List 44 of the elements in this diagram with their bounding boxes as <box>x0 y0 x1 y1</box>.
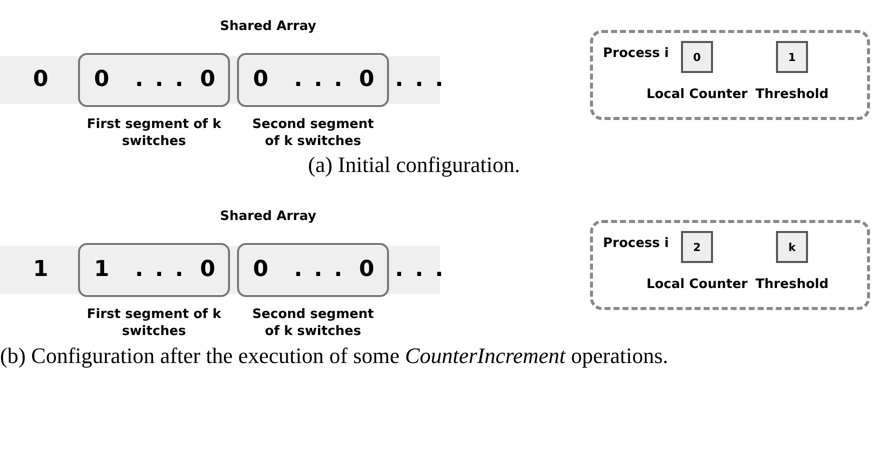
process-label: Process i <box>603 235 669 252</box>
cell-value: 1 <box>33 257 48 283</box>
ellipsis: . . . <box>395 257 446 283</box>
segment-caption: Second segment of k switches <box>251 116 375 150</box>
register-caption: Threshold <box>755 86 829 103</box>
cell-value: 0 <box>33 67 48 93</box>
segment-box <box>237 243 389 297</box>
cell-value: 0 <box>200 67 216 93</box>
ellipsis: . . . <box>135 257 186 283</box>
register-value: 2 <box>693 240 701 254</box>
cell-value: 0 <box>253 257 268 283</box>
array-title: Shared Array <box>220 208 316 225</box>
segment-box <box>237 53 389 107</box>
register-caption: Threshold <box>755 276 829 293</box>
array-title: Shared Array <box>220 18 316 35</box>
cell-value: 0 <box>359 257 374 283</box>
segment-caption: Second segment of k switches <box>251 306 375 340</box>
ellipsis: . . . <box>135 67 186 93</box>
register-box <box>681 231 713 263</box>
cell-value: 0 <box>200 257 216 283</box>
process-box <box>590 30 870 120</box>
register-value: k <box>788 240 796 254</box>
register-caption: Local Counter <box>646 86 748 103</box>
segment-caption: First segment of k switches <box>86 306 222 340</box>
segment-box <box>78 53 230 107</box>
ellipsis: . . . <box>294 67 344 93</box>
segment-box <box>78 243 230 297</box>
process-label: Process i <box>603 45 669 62</box>
caption: (b) Configuration after the execution of some CounterIncrement operations. <box>0 343 670 369</box>
ellipsis: . . . <box>395 67 446 93</box>
cell-value: 0 <box>253 67 268 93</box>
register-caption: Local Counter <box>646 276 748 293</box>
cell-value: 1 <box>94 257 110 283</box>
segment-caption: First segment of k switches <box>86 116 222 150</box>
register-value: 0 <box>693 50 701 64</box>
register-value: 1 <box>788 50 796 64</box>
process-box <box>590 220 870 310</box>
cell-value: 0 <box>359 67 374 93</box>
ellipsis: . . . <box>294 257 344 283</box>
register-box <box>776 231 808 263</box>
cell-value: 0 <box>94 67 110 93</box>
caption: (a) Initial configuration. <box>308 152 520 178</box>
register-box <box>776 41 808 73</box>
register-box <box>681 41 713 73</box>
